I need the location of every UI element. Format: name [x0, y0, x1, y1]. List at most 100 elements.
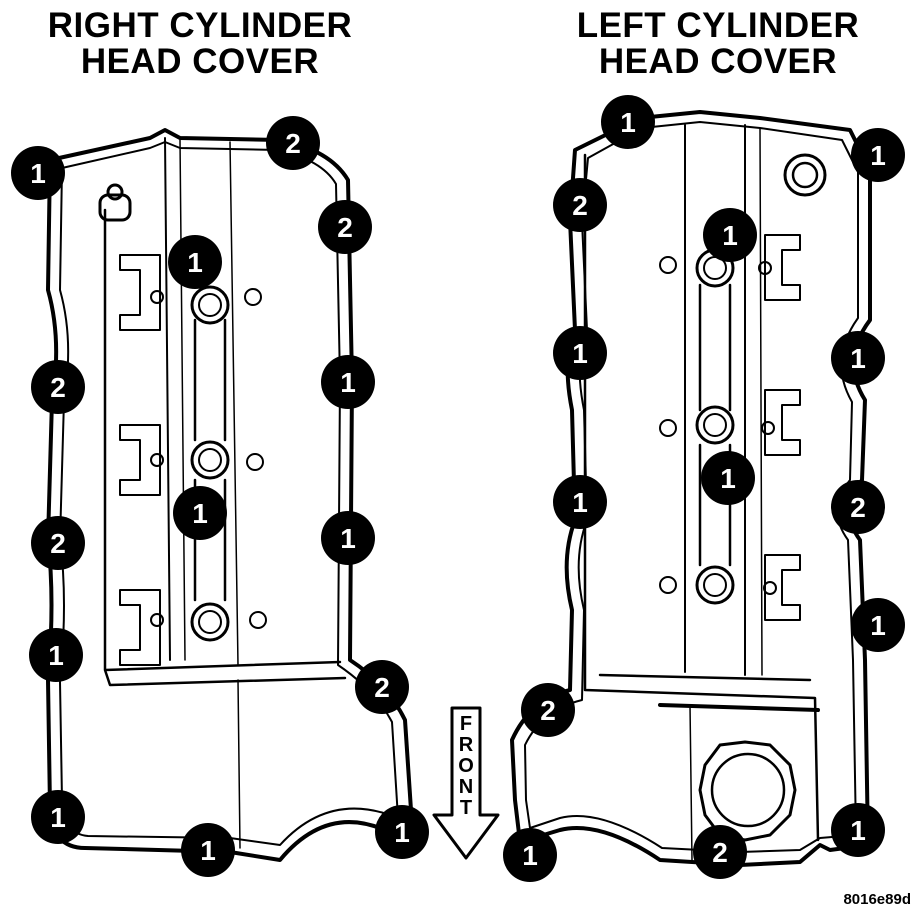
left-cover-step [658, 703, 820, 712]
bolt-circle [851, 128, 905, 182]
bolt-circle [355, 660, 409, 714]
right-plug-tube-2 [190, 440, 230, 480]
left-cover-title: LEFT CYLINDER HEAD COVER [548, 8, 888, 80]
bolt-callout-r13: 1 [181, 823, 235, 877]
bolt-circle [29, 628, 83, 682]
right-plug-tube-1 [190, 285, 230, 325]
right-plug-tube-2-inner [198, 448, 222, 472]
bolt-callout-r11: 1 [31, 790, 85, 844]
bolt-callout-r3: 2 [318, 200, 372, 254]
front-letter: F [460, 713, 472, 735]
bolt-sequence-number: 2 [285, 128, 301, 159]
bolt-sequence-number: 1 [620, 107, 636, 138]
bolt-sequence-number: 2 [572, 190, 588, 221]
bolt-circle [375, 805, 429, 859]
right-stud-2 [244, 288, 262, 306]
left-stud-3 [659, 419, 677, 437]
bolt-circle [173, 486, 227, 540]
bolt-callout-r10: 1 [29, 628, 83, 682]
right-coil-pocket-1 [119, 254, 161, 331]
left-cover-rib-c [759, 127, 763, 676]
left-stud-1 [659, 256, 677, 274]
right-cover-breather [98, 193, 132, 222]
right-plug-tube-3 [190, 602, 230, 642]
bolt-callout-l12: 1 [831, 803, 885, 857]
right-cover-rib-a [164, 137, 171, 661]
left-coil-pocket-1 [764, 234, 801, 301]
bolt-sequence-number: 1 [187, 247, 203, 278]
bolt-callout-l11: 2 [521, 683, 575, 737]
bolt-callout-l5: 1 [553, 326, 607, 380]
bolt-callout-r4: 1 [168, 235, 222, 289]
bolt-circle [31, 790, 85, 844]
bolt-circle [521, 683, 575, 737]
left-plug-rail [698, 283, 732, 567]
left-cover-breather [783, 153, 827, 197]
bolt-callout-r15: 1 [375, 805, 429, 859]
bolt-sequence-number: 1 [572, 338, 588, 369]
left-cover-title-line1: LEFT CYLINDER [576, 6, 860, 45]
bolt-callout-l14: 1 [503, 828, 557, 882]
bolt-callout-r12: 2 [355, 660, 409, 714]
bolt-circle [321, 511, 375, 565]
bolt-circle [831, 480, 885, 534]
bolt-circle [11, 146, 65, 200]
left-plug-tube-2 [695, 405, 735, 445]
right-cover-top-plate [103, 208, 347, 687]
front-arrow [432, 706, 500, 860]
left-stud-5 [659, 576, 677, 594]
bolt-callout-l4: 1 [703, 208, 757, 262]
bolt-circle [553, 178, 607, 232]
bolt-circle [31, 516, 85, 570]
bolt-sequence-number: 2 [337, 212, 353, 243]
bolt-circle [503, 828, 557, 882]
right-cover-breather-cap [106, 183, 124, 201]
right-plug-tube-1-inner [198, 293, 222, 317]
left-coil-pocket-3 [764, 554, 801, 621]
bolt-circle [601, 95, 655, 149]
bolt-sequence-number: 1 [720, 463, 736, 494]
left-plug-tube-3-inner [703, 573, 727, 597]
right-coil-pocket-3 [119, 589, 161, 666]
bolt-circle [831, 331, 885, 385]
left-oil-fill-cap-inner [710, 752, 786, 828]
bolt-sequence-number: 1 [30, 158, 46, 189]
bolt-callout-l7: 1 [701, 451, 755, 505]
bolt-sequence-number: 1 [522, 840, 538, 871]
right-cover-rib-c [229, 141, 239, 666]
bolt-callout-l1: 1 [601, 95, 655, 149]
bolt-sequence-number: 2 [50, 528, 66, 559]
bolt-sequence-number: 1 [192, 498, 208, 529]
left-stud-4 [761, 421, 775, 435]
bolt-sequence-number: 1 [48, 640, 64, 671]
right-plug-rail [193, 318, 227, 602]
bolt-circle [851, 598, 905, 652]
bolt-callout-l9: 2 [831, 480, 885, 534]
right-stud-1 [150, 290, 164, 304]
left-plug-tube-3 [695, 565, 735, 605]
bolt-circle [693, 825, 747, 879]
bolt-sequence-number: 2 [850, 492, 866, 523]
bolt-callout-l10: 1 [851, 598, 905, 652]
bolt-callout-l6: 1 [831, 331, 885, 385]
bolt-sequence-number: 1 [340, 367, 356, 398]
bolt-callout-l13: 2 [693, 825, 747, 879]
right-cover-rim [59, 141, 399, 846]
bolt-callout-l8: 1 [553, 475, 607, 529]
bolt-sequence-number: 1 [870, 140, 886, 171]
right-stud-6 [249, 611, 267, 629]
front-letter: T [460, 797, 472, 819]
right-coil-pocket-2 [119, 424, 161, 496]
bolt-sequence-number: 1 [850, 343, 866, 374]
left-cover-top-plate [583, 153, 820, 842]
bolt-circle [318, 200, 372, 254]
right-plug-tube-3-inner [198, 610, 222, 634]
bolt-circle [553, 326, 607, 380]
bolt-sequence-number: 1 [200, 835, 216, 866]
bolt-circle [831, 803, 885, 857]
bolt-circle [553, 475, 607, 529]
right-cover-title-line1: RIGHT CYLINDER [47, 6, 353, 45]
bolt-sequence-number: 2 [540, 695, 556, 726]
bolt-callout-r9: 1 [321, 511, 375, 565]
bolt-sequence-number: 2 [374, 672, 390, 703]
